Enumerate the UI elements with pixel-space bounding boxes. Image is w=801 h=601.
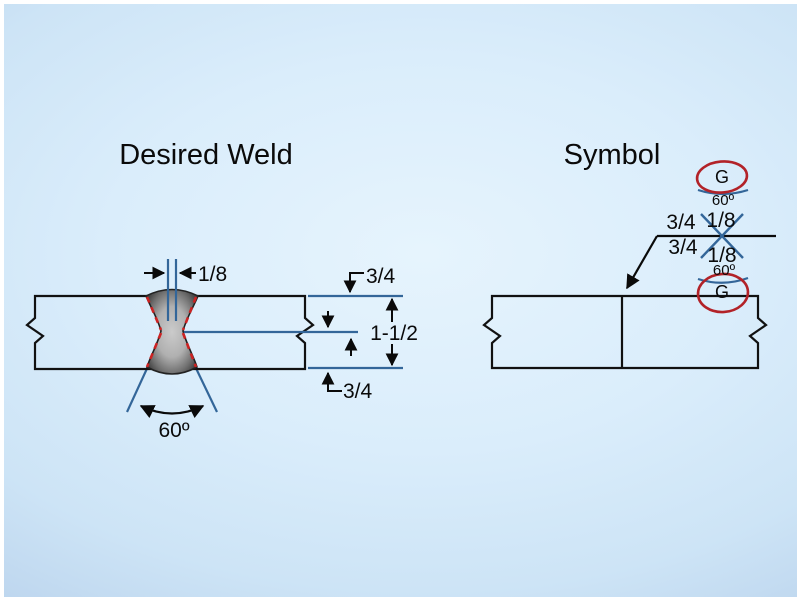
top-depth-leader (343, 272, 364, 294)
groove-angle-label: 60º (158, 419, 189, 442)
slide-background: Desired Weld (4, 4, 797, 597)
depth-label-bottom: 3/4 (668, 236, 698, 259)
left-figure-title: Desired Weld (119, 139, 293, 171)
right-figure-title: Symbol (564, 139, 661, 171)
thickness-dimension (321, 297, 399, 367)
depth-label-top: 3/4 (666, 211, 696, 234)
angle-label-top: 60º (712, 192, 735, 209)
bottom-depth-leader (321, 371, 342, 392)
highlight-circle-bottom (696, 272, 750, 314)
finish-highlight-circles (695, 160, 750, 314)
root-opening-label-bottom: 1/8 (707, 244, 736, 267)
groove-face-dashes (145, 296, 198, 368)
root-opening-label-top: 1/8 (706, 209, 735, 232)
contour-arc-top (697, 188, 749, 196)
right-plate-outline (482, 294, 768, 370)
bottom-depth-label: 3/4 (343, 380, 373, 403)
left-plate-outline (25, 294, 315, 371)
highlight-circle-top (695, 160, 749, 194)
angle-leg-left (126, 361, 151, 413)
finish-label-top: G (715, 167, 729, 187)
symbol-arrow-line (626, 235, 658, 290)
finish-label-bottom: G (715, 282, 729, 302)
groove-face-top-left (145, 296, 163, 331)
angle-label-bottom: 60º (713, 262, 736, 279)
thickness-label: 1-1/2 (370, 322, 418, 345)
groove-angle-legs (126, 361, 218, 413)
angle-leg-right (192, 361, 218, 413)
contour-arc-bottom (697, 276, 749, 284)
weld-nugget (144, 288, 200, 375)
blue-extension-lines (166, 259, 403, 370)
root-opening-label: 1/8 (198, 263, 227, 286)
angle-curved-arrow (139, 405, 205, 419)
groove-face-top-right (181, 296, 198, 331)
weld-diagram: Desired Weld (25, 139, 776, 442)
top-depth-label: 3/4 (366, 265, 396, 288)
groove-symbol-stroke-2 (700, 213, 744, 259)
double-v-groove-symbol (697, 188, 749, 284)
